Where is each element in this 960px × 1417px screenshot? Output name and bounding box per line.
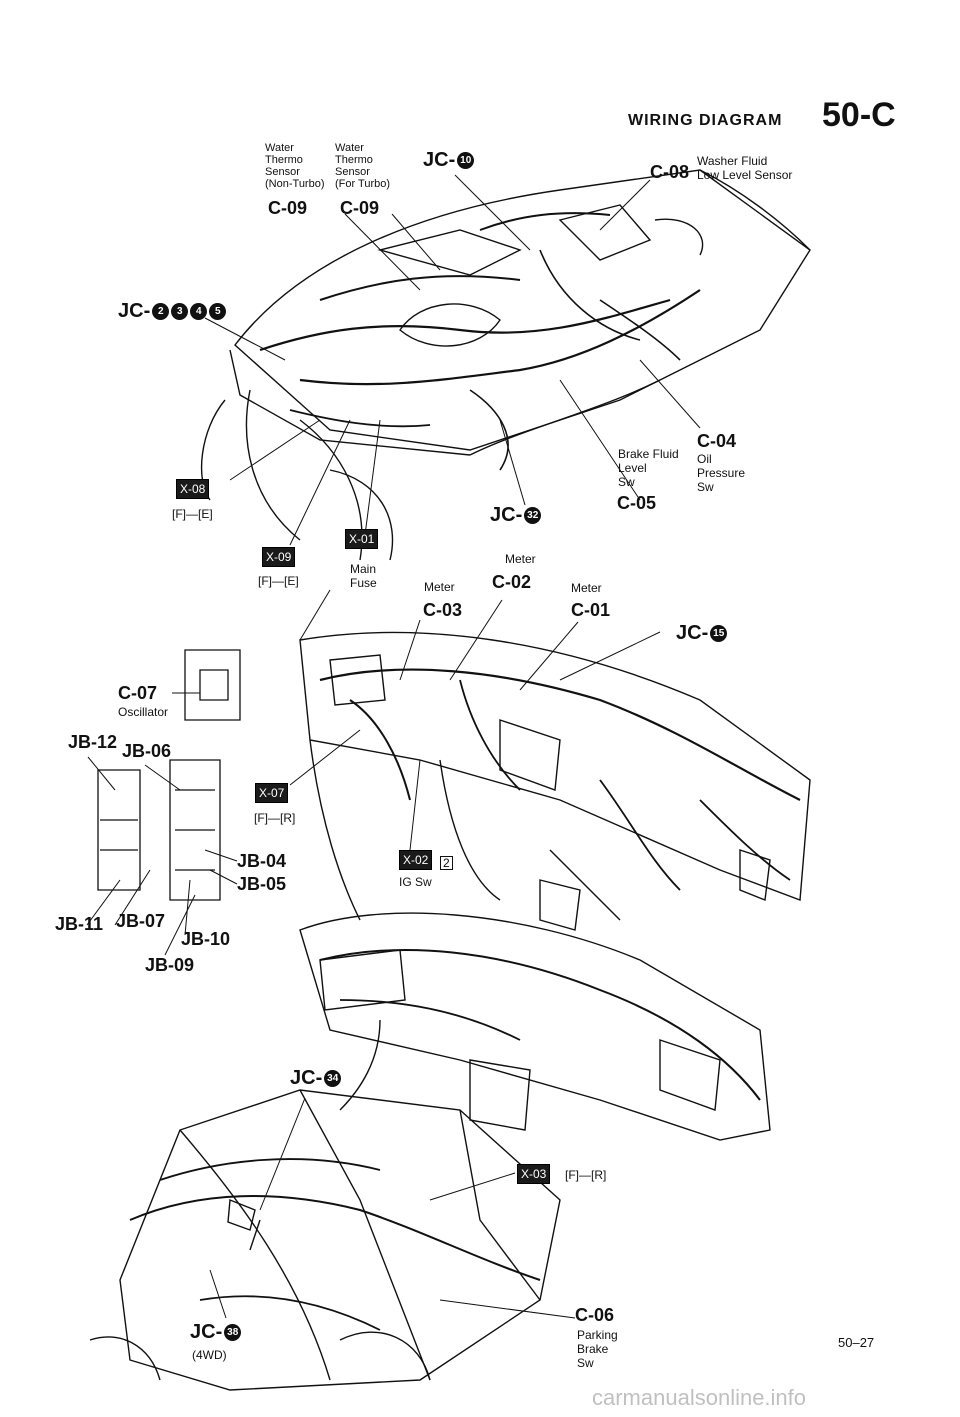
label-jc-32: JC-32 [490,505,542,525]
label-c09-non-turbo: C-09 [268,198,308,218]
label-jc-10: JC-10 [423,150,475,170]
connector-tag-x09: X-09 [262,547,296,567]
label-washer-fluid-sensor: Washer Fluid Low Level Sensor [697,154,793,182]
label-oscillator: Oscillator [118,705,169,719]
diagram-section-number: 50-C [822,96,896,134]
label-jc-15: JC-15 [676,623,728,643]
label-c09-turbo: C-09 [340,198,380,218]
label-parking-brake-sw: Parking Brake Sw [577,1328,618,1370]
connector-tag-x08: X-08 [176,479,210,499]
label-c07: C-07 [118,683,158,703]
connector-tag-x01: X-01 [345,529,379,549]
connector-tag-x07: X-07 [255,783,289,803]
label-jb11: JB-11 [55,914,104,934]
label-water-thermo-sensor-non-turbo: Water Thermo Sensor (Non-Turbo) [265,142,325,190]
dashboard-illustration [299,631,811,931]
label-c06: C-06 [575,1305,615,1325]
label-fe-x09: [F]—[E] [258,574,299,588]
label-4wd: (4WD) [192,1348,227,1362]
diagram-header-title: WIRING DIAGRAM [628,112,783,129]
label-jb09: JB-09 [145,955,195,975]
label-c01: C-01 [571,600,611,620]
label-jb05: JB-05 [237,874,287,894]
label-c08: C-08 [650,162,690,182]
label-fe-x08: [F]—[E] [172,507,213,521]
page-number: 50–27 [838,1335,875,1350]
label-meter-c01: Meter [571,581,602,595]
connector-tag-x02: X-02 [399,850,433,870]
label-jc-34: JC-34 [290,1068,342,1088]
label-jb10: JB-10 [181,929,231,949]
body-shell-illustration [89,1089,561,1391]
label-c05: C-05 [617,493,657,513]
connector-tag-x03: X-03 [517,1164,551,1184]
label-fr-x07: [F]—[R] [254,811,296,825]
label-jb04: JB-04 [237,851,287,871]
label-brake-fluid-level-sw: Brake Fluid Level Sw [618,447,679,489]
label-water-thermo-sensor-turbo: Water Thermo Sensor (For Turbo) [335,142,391,190]
label-jb06: JB-06 [122,741,172,761]
instrument-panel-illustration [299,912,771,1141]
label-c04: C-04 [697,431,737,451]
label-main-fuse: Main Fuse [350,562,377,590]
watermark-text: carmanualsonline.info [592,1385,807,1410]
junction-block-illustration [97,649,241,901]
leader-lines [86,174,701,1319]
label-x02-number: 2 [440,856,453,870]
label-oil-pressure-sw: Oil Pressure Sw [697,452,746,494]
label-jb07: JB-07 [116,911,166,931]
label-fr-x03: [F]—[R] [565,1168,607,1182]
label-c03: C-03 [423,600,463,620]
label-jb12: JB-12 [68,732,118,752]
label-ig-sw: IG Sw [399,875,432,889]
engine-bay-illustration [200,169,811,561]
label-meter-c02: Meter [505,552,536,566]
label-c02: C-02 [492,572,532,592]
label-meter-c03: Meter [424,580,455,594]
label-jc-38: JC-38 [190,1322,242,1342]
